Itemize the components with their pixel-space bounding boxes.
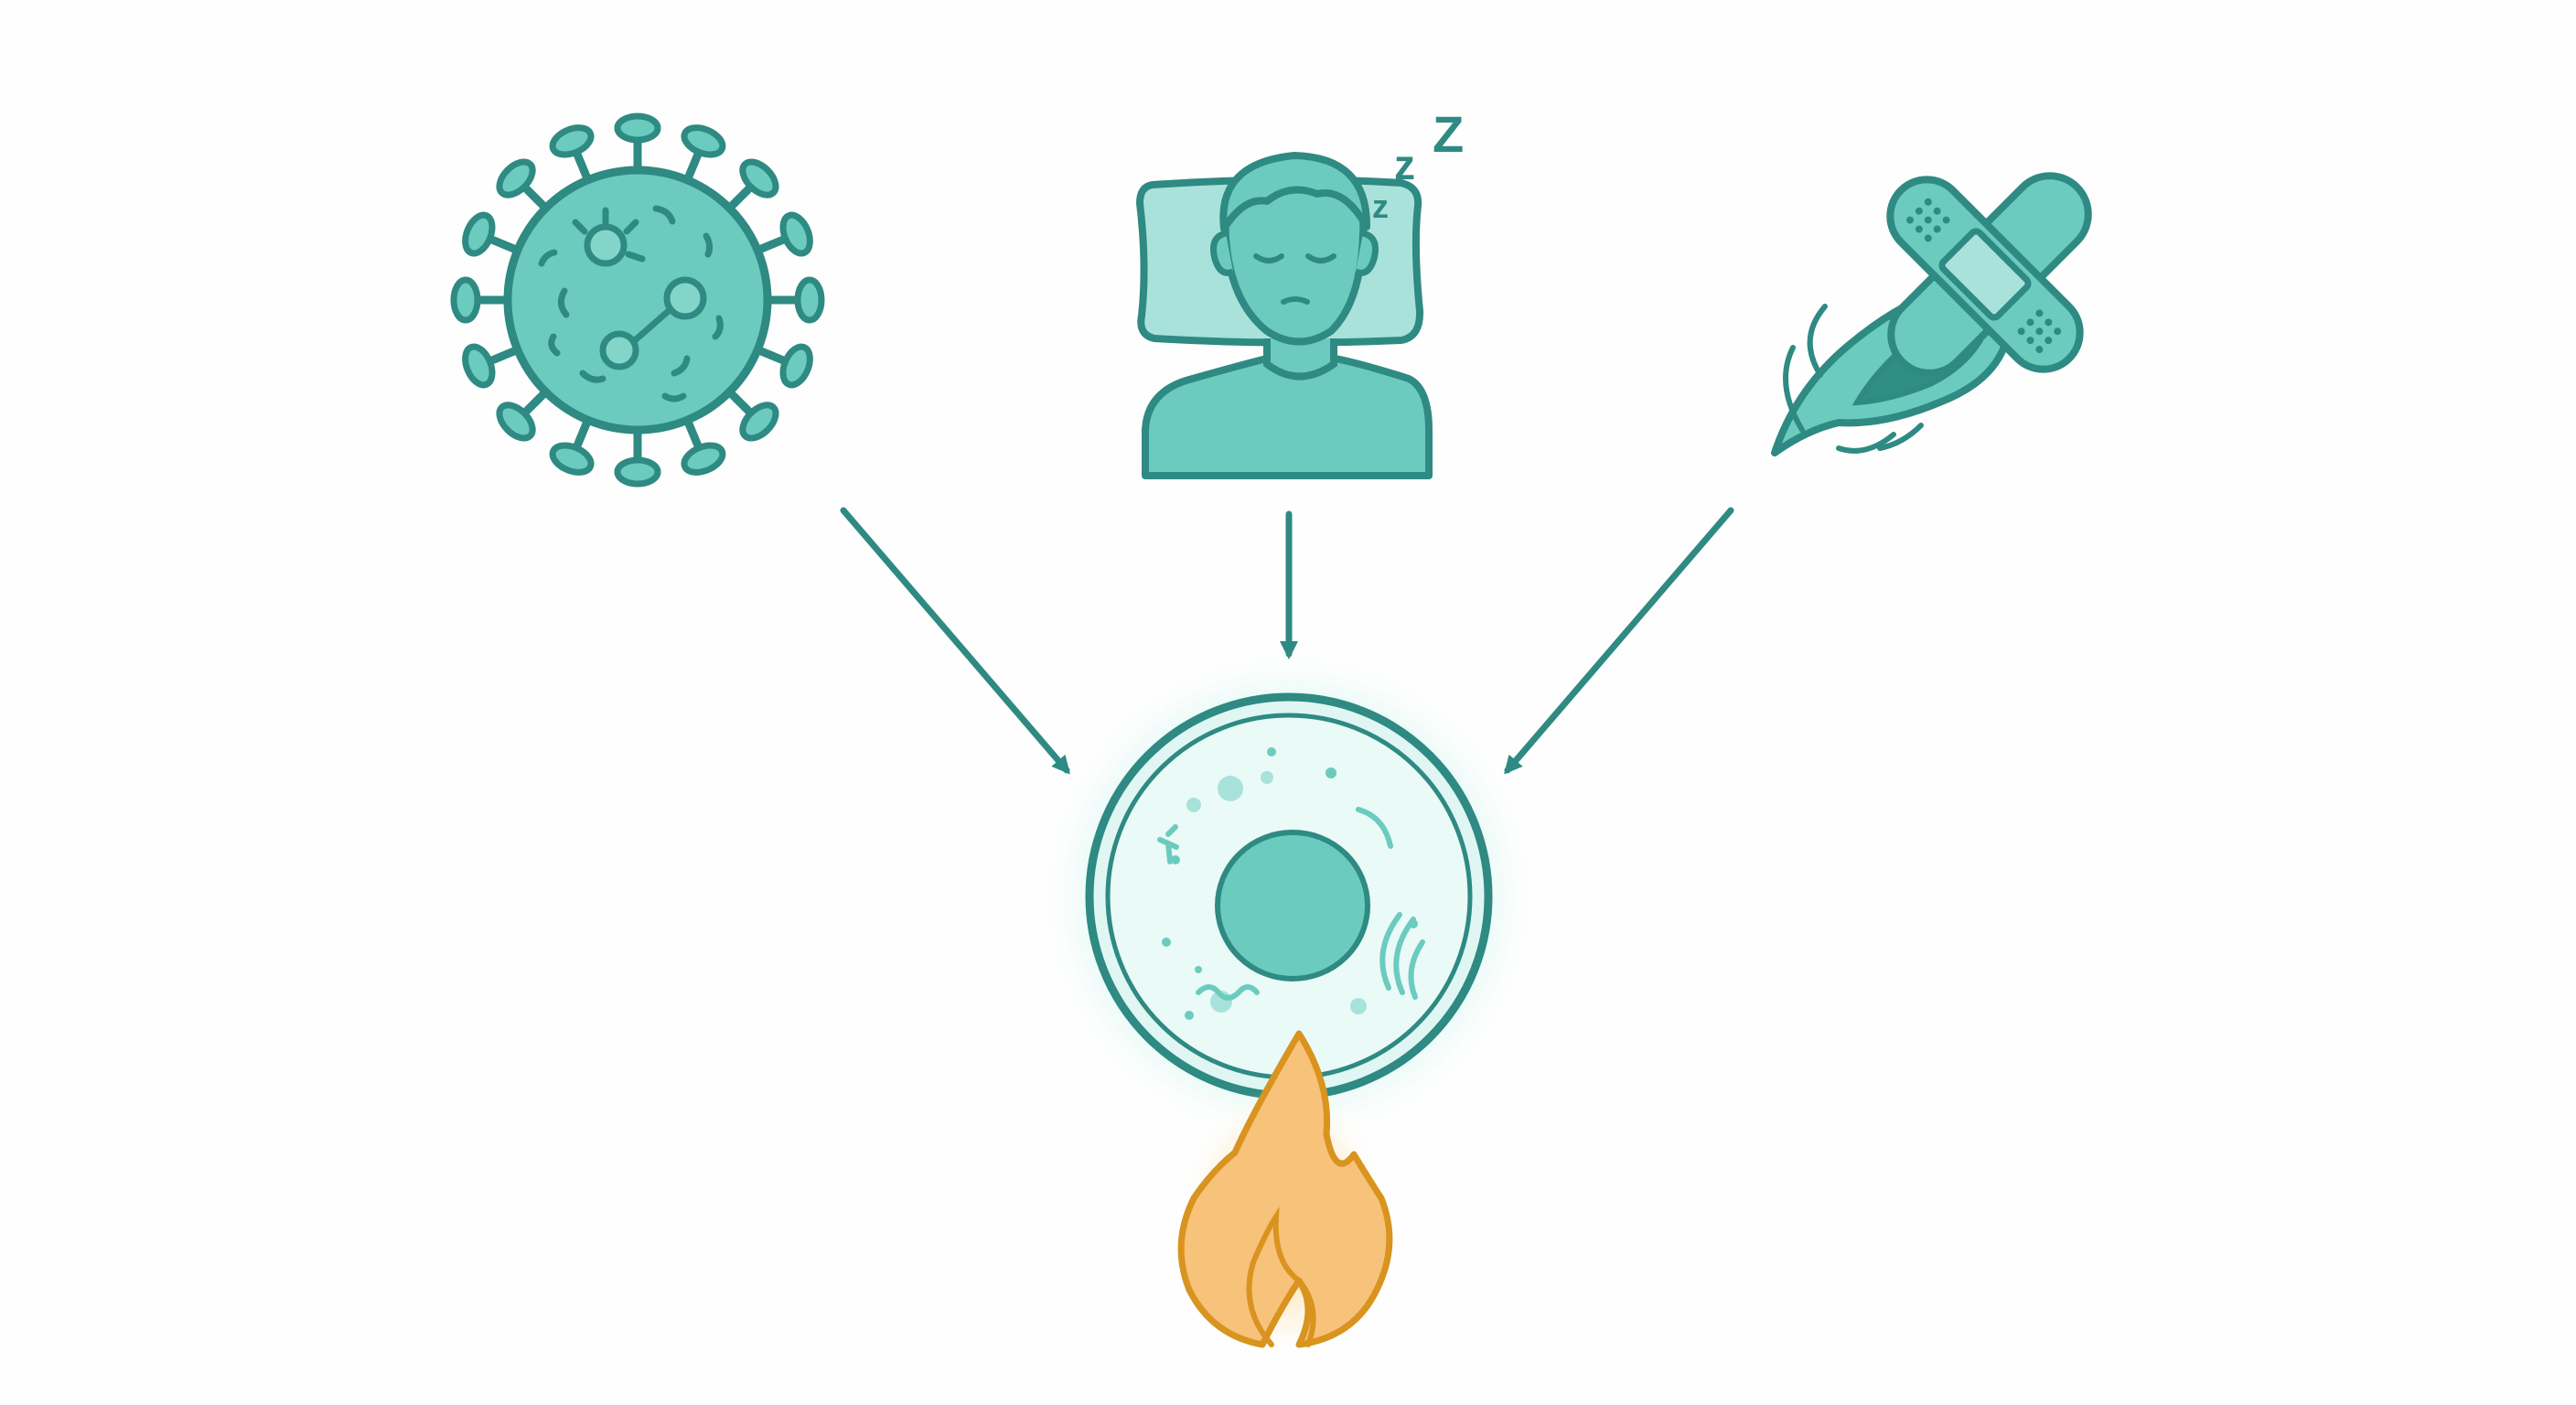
sleeping-person-icon: z z Z xyxy=(1135,105,1464,479)
cell-icon xyxy=(1042,649,1536,1143)
snore-z-medium: z xyxy=(1394,141,1415,188)
bandaged-wound-icon xyxy=(1771,172,2092,456)
arrow-injury-to-cell xyxy=(1504,507,1734,775)
snore-z-large: Z xyxy=(1433,105,1464,163)
arrow-virus-to-cell xyxy=(840,507,1070,775)
flow-arrows xyxy=(840,507,1734,775)
flame-icon xyxy=(1177,1030,1393,1348)
virus-icon xyxy=(450,113,825,488)
snore-z-small: z xyxy=(1372,188,1389,225)
